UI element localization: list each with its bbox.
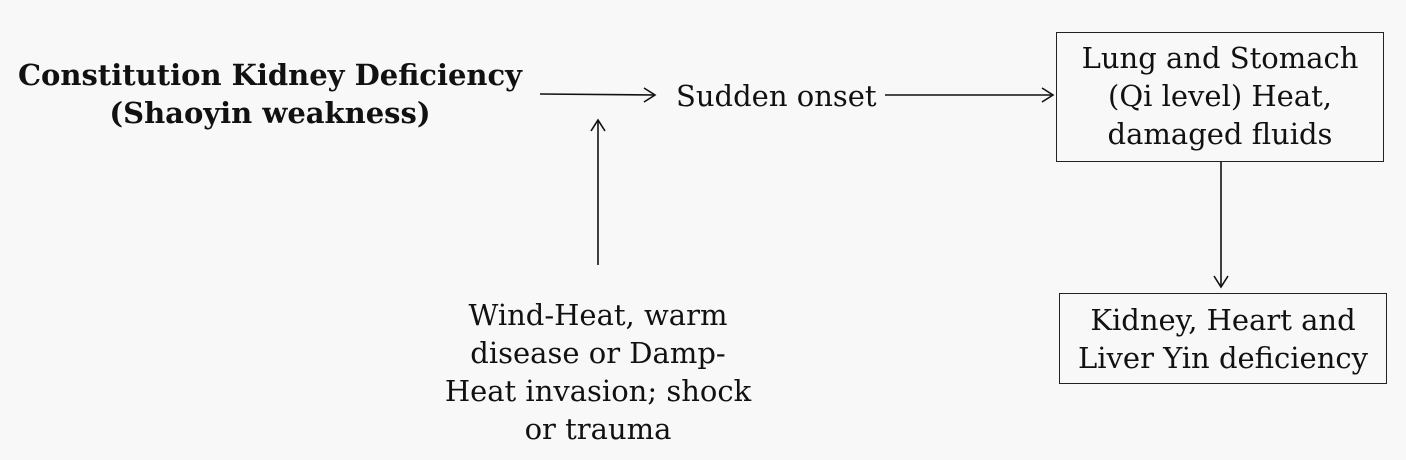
node-text-line: Heat invasion; shock [444, 374, 752, 408]
node-text-line: Constitution Kidney Deficiency [17, 58, 523, 92]
arrow-constitution-to-onset [539, 87, 657, 103]
node-text-line: or trauma [524, 412, 672, 446]
node-text-line: disease or Damp- [470, 336, 726, 370]
arrow-wind-heat-up [590, 118, 606, 265]
node-text-line: Sudden onset [676, 79, 877, 113]
constitution-kidney-deficiency-node: Constitution Kidney Deficiency (Shaoyin … [10, 56, 530, 132]
node-text-line: Wind-Heat, warm [468, 298, 728, 332]
lung-stomach-heat-box: Lung and Stomach (Qi level) Heat, damage… [1056, 32, 1384, 162]
node-text-line: damaged fluids [1107, 117, 1333, 151]
node-text-line: (Qi level) Heat, [1108, 79, 1332, 113]
node-text-line: Kidney, Heart and [1090, 303, 1356, 337]
node-text-line: Liver Yin deficiency [1077, 341, 1368, 375]
arrow-onset-to-lung-stomach [885, 87, 1055, 103]
sudden-onset-node: Sudden onset [676, 77, 877, 115]
arrow-lung-stomach-to-kidney [1213, 162, 1229, 289]
kidney-heart-liver-yin-box: Kidney, Heart and Liver Yin deficiency [1059, 293, 1387, 384]
node-text-line: (Shaoyin weakness) [109, 96, 431, 130]
wind-heat-invasion-node: Wind-Heat, warm disease or Damp- Heat in… [438, 296, 758, 448]
node-text-line: Lung and Stomach [1081, 41, 1359, 75]
